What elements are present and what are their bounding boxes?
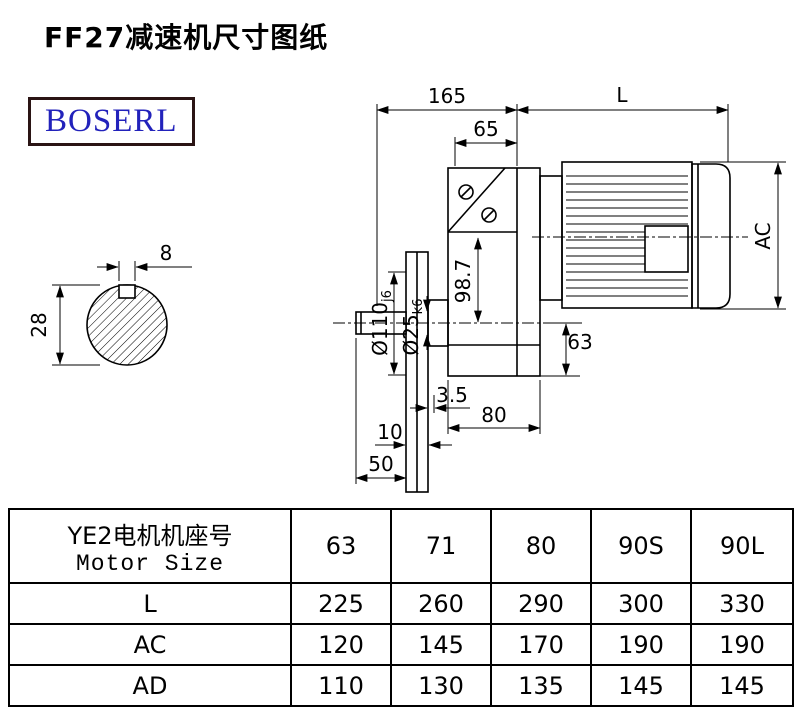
dim-25-label: Ø25k6 [399, 298, 426, 355]
table-cell: 135 [490, 664, 592, 707]
fan-cowl [691, 163, 731, 309]
bolt-hole-icon [458, 184, 474, 200]
table-cell: 190 [590, 623, 692, 666]
table-cell: 330 [690, 582, 794, 625]
motor-size-header-cell: YE2电机机座号 Motor Size [8, 508, 292, 584]
dim-98-7-label: 98.7 [451, 259, 475, 304]
dim-110-main: Ø110 [368, 302, 392, 356]
dim-165-label: 165 [428, 84, 466, 108]
table-cell: 260 [390, 582, 492, 625]
brand-logo-box: BOSERL [28, 97, 195, 146]
dimension-lines [52, 104, 786, 484]
dim-25-suffix: k6 [411, 298, 426, 314]
row-label: L [8, 582, 292, 625]
table-row-L: L 225 260 290 300 330 [8, 582, 794, 625]
dim-65-label: 65 [473, 117, 498, 141]
size-col-header: 71 [390, 508, 492, 584]
dim-25-main: Ø25 [399, 314, 423, 355]
motor-size-label-cn: YE2电机机座号 [67, 521, 233, 550]
dim-63-label: 63 [567, 330, 592, 354]
table-cell: 290 [490, 582, 592, 625]
table-cell: 190 [690, 623, 794, 666]
table-cell: 300 [590, 582, 692, 625]
table-cell: 145 [690, 664, 794, 707]
dim-3-5-label: 3.5 [436, 383, 468, 407]
keyway [118, 284, 136, 299]
brand-logo-text: BOSERL [45, 103, 178, 139]
dim-110-label: Ø110j6 [368, 290, 395, 356]
table-row-AC: AC 120 145 170 190 190 [8, 623, 794, 666]
size-col-header: 90S [590, 508, 692, 584]
spec-table: YE2电机机座号 Motor Size 63 71 80 90S 90L L 2… [8, 508, 794, 707]
size-col-header: 63 [290, 508, 392, 584]
table-header-row: YE2电机机座号 Motor Size 63 71 80 90S 90L [8, 508, 794, 584]
dim-28-label: 28 [27, 312, 51, 337]
page-title: FF27减速机尺寸图纸 [44, 21, 329, 54]
dim-80-label: 80 [481, 403, 506, 427]
table-row-AD: AD 110 130 135 145 145 [8, 664, 794, 707]
dim-AC-label: AC [751, 222, 775, 249]
dim-8-label: 8 [160, 241, 173, 265]
dim-10-label: 10 [377, 420, 402, 444]
table-cell: 145 [590, 664, 692, 707]
dim-50-label: 50 [368, 452, 393, 476]
motor-size-label-en: Motor Size [75, 550, 225, 577]
table-cell: 145 [390, 623, 492, 666]
table-cell: 110 [290, 664, 392, 707]
row-label: AD [8, 664, 292, 707]
size-col-header: 80 [490, 508, 592, 584]
table-cell: 170 [490, 623, 592, 666]
dim-L-label: L [616, 83, 628, 107]
bolt-hole-icon [481, 207, 497, 223]
table-cell: 120 [290, 623, 392, 666]
dim-110-suffix: j6 [380, 290, 395, 303]
centerlines [333, 236, 748, 324]
table-cell: 130 [390, 664, 492, 707]
row-label: AC [8, 623, 292, 666]
table-cell: 225 [290, 582, 392, 625]
dimension-labels: 8 28 165 L 65 AC 98.7 Ø110j6 Ø25k6 63 3.… [27, 83, 775, 476]
size-col-header: 90L [690, 508, 794, 584]
